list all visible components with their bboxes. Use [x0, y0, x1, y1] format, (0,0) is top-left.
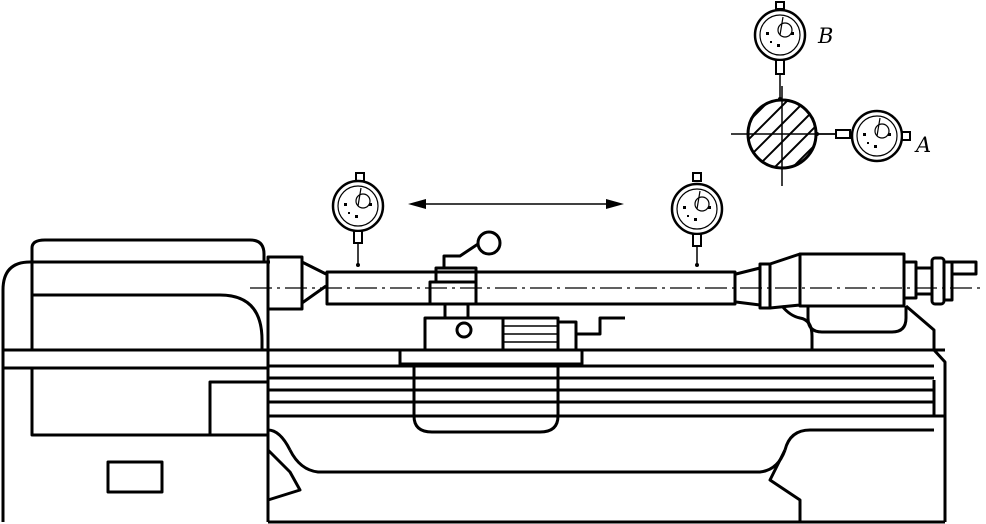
travel-double-arrow	[408, 199, 624, 209]
label-b: B	[817, 24, 833, 48]
headstock	[1, 238, 270, 522]
carriage	[398, 230, 625, 434]
dial-indicator-a: A	[815, 109, 931, 163]
lathe-bed	[266, 348, 947, 524]
dial-indicator-right	[670, 172, 724, 267]
dial-indicator-left	[331, 172, 385, 267]
shaft-cross-section	[731, 86, 838, 186]
tailstock-center	[735, 252, 802, 310]
label-a: A	[914, 133, 931, 157]
tailstock	[780, 252, 978, 350]
control-box	[106, 460, 164, 494]
headstock-center	[266, 255, 327, 311]
dial-indicator-b: B	[753, 1, 833, 101]
